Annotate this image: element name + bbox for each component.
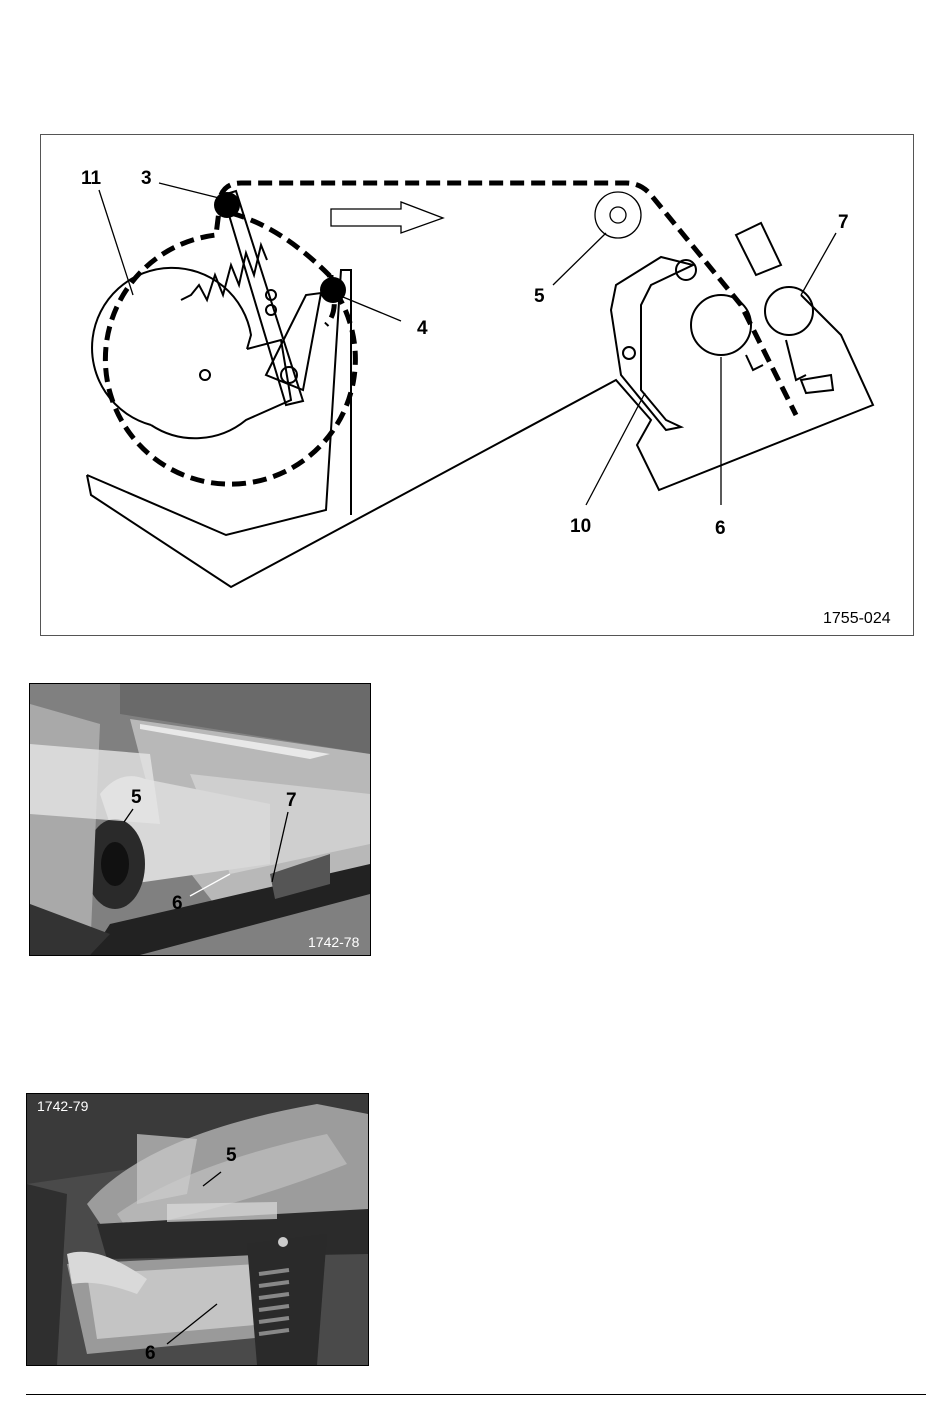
photo1-reference: 1742-78 [308, 935, 359, 949]
guide-channel [611, 257, 693, 430]
photo2-reference: 1742-79 [37, 1099, 88, 1113]
housing-outline [87, 295, 873, 587]
diagram-net-feed: 11 3 4 5 7 10 6 1755-024 [40, 134, 914, 636]
roller-4 [320, 277, 346, 303]
figure-reference: 1755-024 [823, 611, 891, 627]
direction-arrow [331, 202, 443, 233]
spring [181, 245, 267, 300]
chamber-disc [92, 268, 251, 425]
callout-10: 10 [570, 517, 591, 536]
photo1-callout-6: 6 [172, 894, 183, 913]
photo-net-rollers: 5 7 6 1742-78 [29, 683, 371, 956]
photo1-image [30, 684, 370, 955]
callout-6: 6 [715, 519, 726, 538]
diagram-drawing [41, 135, 913, 635]
photo1-callout-7: 7 [286, 791, 297, 810]
inner-outline [87, 270, 351, 535]
roller-7 [765, 287, 813, 335]
callout-11: 11 [81, 169, 101, 188]
roller-3 [214, 192, 240, 218]
callout-5: 5 [534, 287, 545, 306]
photo-net-threading: 1742-79 5 6 [26, 1093, 369, 1366]
callout-4: 4 [417, 319, 428, 338]
net-path-top [221, 183, 796, 415]
photo2-image [27, 1094, 368, 1365]
callout-3: 3 [141, 169, 152, 188]
net-roll-5 [595, 192, 641, 238]
callout-7: 7 [838, 213, 849, 232]
photo2-callout-5: 5 [226, 1146, 237, 1165]
net-path-wheel [105, 195, 355, 484]
photo2-callout-6: 6 [145, 1344, 156, 1363]
footer-rule [26, 1394, 926, 1395]
photo1-callout-5: 5 [131, 788, 142, 807]
